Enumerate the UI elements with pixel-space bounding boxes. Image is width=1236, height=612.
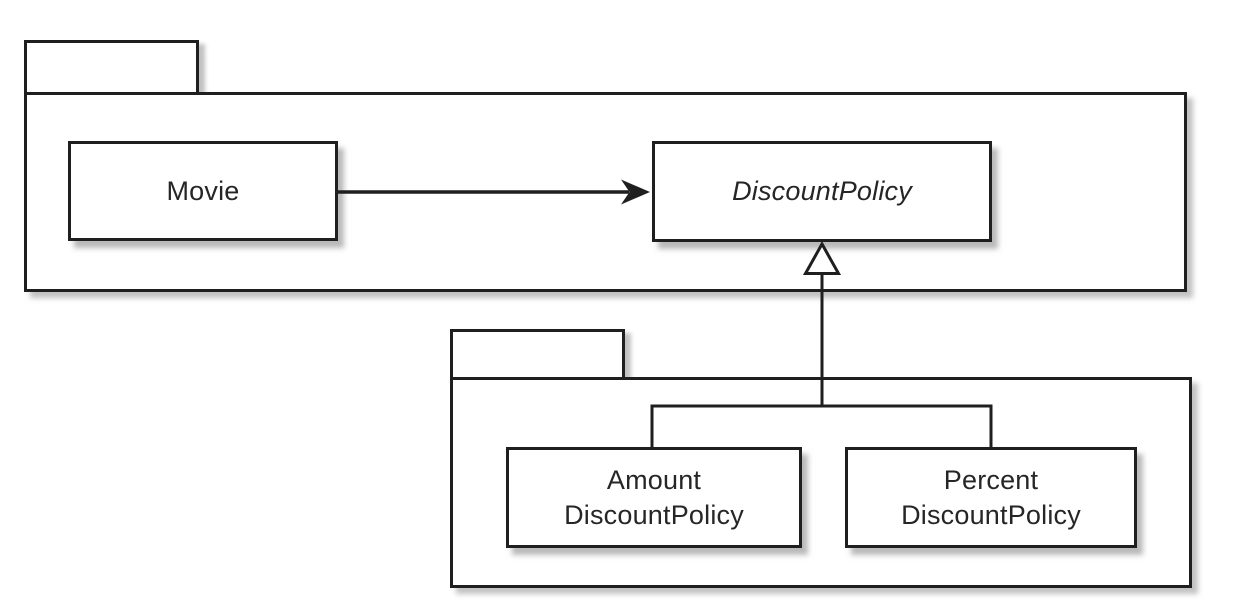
class-box-amount-discount-policy: Amount DiscountPolicy	[506, 447, 802, 548]
class-box-movie: Movie	[68, 141, 338, 241]
class-box-discount-policy: DiscountPolicy	[652, 141, 992, 242]
class-label-movie: Movie	[166, 175, 240, 206]
top-package-tab	[24, 40, 199, 92]
class-label-percent-line1: Percent	[943, 464, 1039, 495]
class-label-discount-policy: DiscountPolicy	[732, 176, 912, 206]
class-label-percent-line2: DiscountPolicy	[901, 499, 1081, 530]
class-label-amount-line1: Amount	[606, 464, 702, 495]
class-label-amount-line2: DiscountPolicy	[564, 499, 744, 530]
bottom-package-tab	[450, 329, 625, 377]
class-box-percent-discount-policy: Percent DiscountPolicy	[845, 447, 1137, 548]
